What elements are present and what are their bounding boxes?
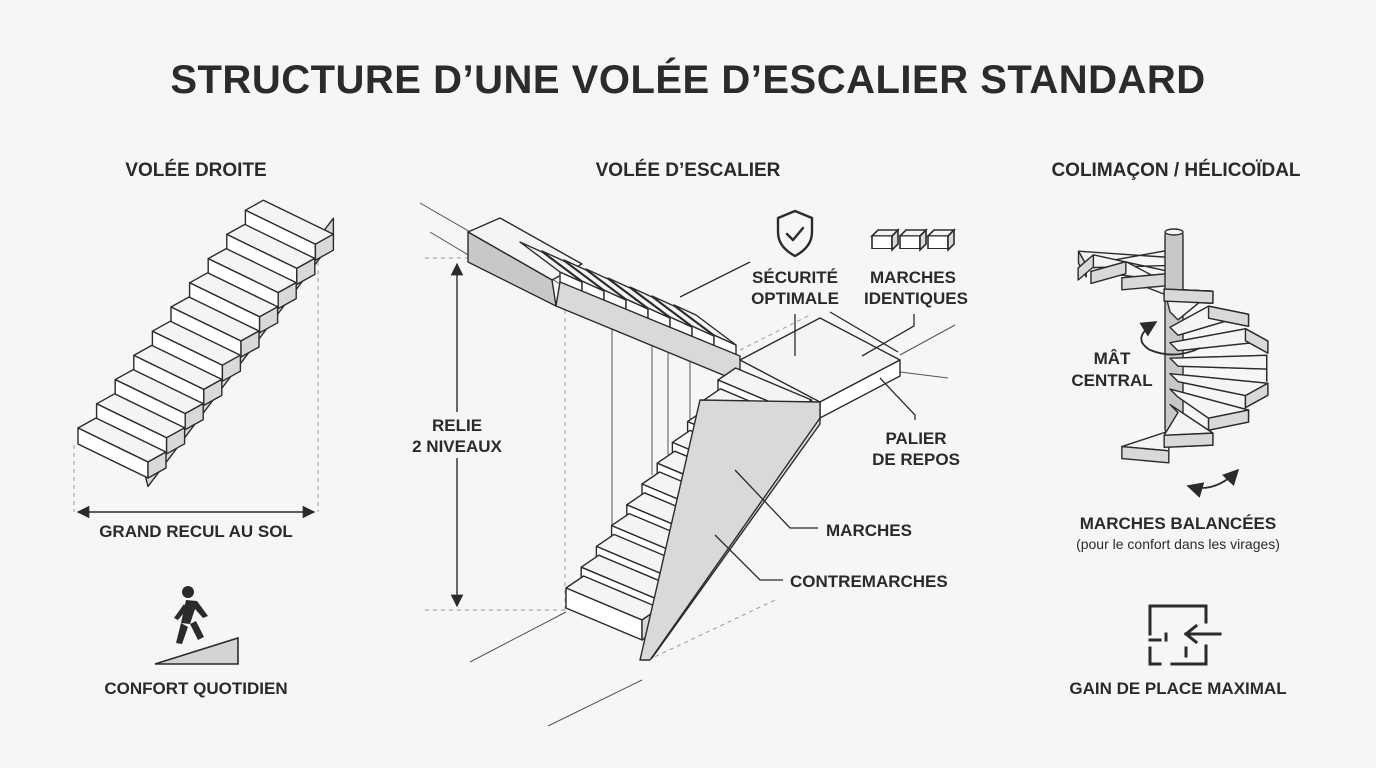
spiral-tread-front [1169,354,1268,370]
upper-stringer [555,281,741,383]
spiral-tread-front-edge [1163,288,1214,304]
spiral-stair-illustration [1077,228,1269,464]
confort-label: CONFORT QUOTIDIEN [104,679,287,698]
identiques-leader [861,314,915,357]
spiral-tread-edge [1121,445,1170,464]
shield-check-icon [776,209,814,258]
identiques-label-line1: MARCHES [870,268,956,287]
left-step-side [314,233,335,261]
center-heading: VOLÉE D’ESCALIER [596,159,781,181]
left-step-side [240,330,260,358]
left-step-side [296,257,316,286]
spiral-tread-front-edge [1244,382,1269,409]
securite-label-line1: SÉCURITÉ [752,268,838,287]
gain-label: GAIN DE PLACE MAXIMAL [1069,679,1286,698]
spiral-tread-front-edge [1163,432,1214,448]
relie-label-background [405,412,509,458]
identical-steps-icon [870,228,956,252]
spiral-tread-edge [1077,254,1095,281]
recul-label: GRAND RECUL AU SOL [99,522,293,541]
straight-stair-illustration [77,199,335,488]
spiral-tread-edge [1090,260,1127,285]
spiral-tread-front-edge [1207,305,1250,328]
left-step-side [203,378,223,407]
securite-label-line2: OPTIMALE [751,289,839,308]
relie-label-line2: 2 NIVEAUX [412,437,502,456]
mat-label-line1: MÂT [1094,349,1131,368]
contremarches-leader [714,534,783,581]
balancees-label: MARCHES BALANCÉES [1080,514,1276,533]
floor-plan-arrow-icon [1148,604,1222,666]
left-step-side [221,354,242,382]
left-step-side [147,451,167,479]
left-step-side [258,306,279,334]
identiques-leader-2 [829,311,899,353]
mat-label-background [1082,346,1144,392]
spiral-tread-front-edge [1244,328,1269,354]
palier-label-line1: PALIER [885,429,946,448]
mat-label-line2: CENTRAL [1071,371,1152,390]
contremarches-label: CONTREMARCHES [790,572,948,591]
left-step-side [277,281,297,310]
balancees-note: (pour le confort dans les virages) [1076,536,1280,552]
left-heading: VOLÉE DROITE [125,159,266,181]
marches-label: MARCHES [826,521,912,540]
palier-leader [879,377,916,420]
relie-label-line1: RELIE [432,416,482,435]
upper-step-top [673,304,737,346]
page-title: STRUCTURE D’UNE VOLÉE D’ESCALIER STANDAR… [170,57,1205,102]
marches-leader [734,469,818,529]
landing-illustration [639,317,901,661]
palier-label-line2: DE REPOS [872,450,960,469]
left-step-side [184,402,204,431]
securite-leader [679,261,751,298]
spiral-column-cap [1164,228,1184,236]
upper-flight-illustration [467,217,741,383]
right-heading: COLIMAÇON / HÉLICOÏDAL [1051,159,1300,181]
identiques-label-line2: IDENTIQUES [864,289,968,308]
left-step-side [165,427,186,455]
mat-rotation-arrow [1139,321,1201,356]
balancees-arrow [1186,468,1240,498]
person-walking-up-ramp-icon [154,586,239,665]
